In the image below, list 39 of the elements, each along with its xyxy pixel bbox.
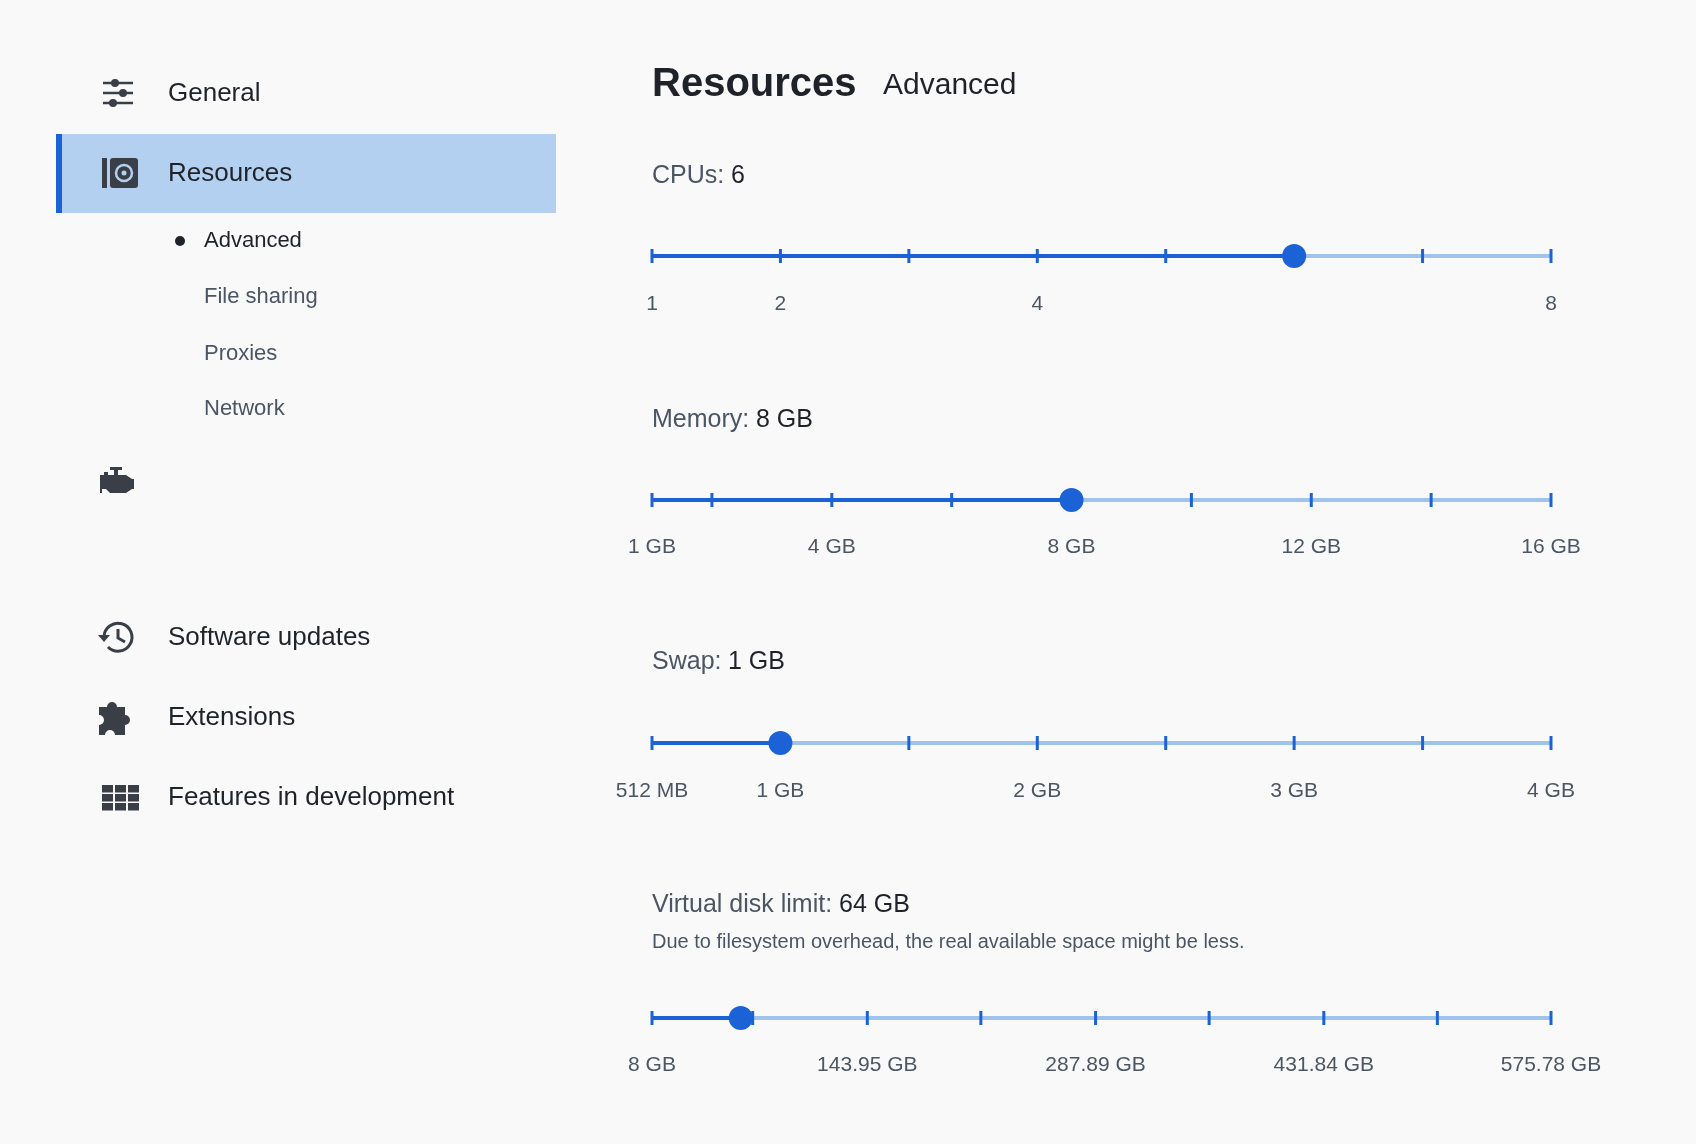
nav-item-label: General	[168, 78, 261, 105]
nav-item-label: Advanced	[204, 228, 302, 251]
nav-item-label: Resources	[168, 158, 293, 185]
setting-value: 6	[731, 162, 745, 188]
tick-label: 8	[1545, 292, 1557, 314]
tick-label: 4	[1031, 292, 1044, 314]
tick-label: 1 GB	[756, 779, 805, 801]
tick-label: 431.84 GB	[1273, 1053, 1374, 1075]
setting-label: Memory:	[652, 406, 750, 432]
tick-label: 4 GB	[1527, 779, 1575, 801]
nav-item-label: Software updates	[168, 622, 371, 649]
setting-value: 8 GB	[756, 406, 813, 432]
setting-label: CPUs:	[652, 162, 725, 188]
help-text: Due to filesystem overhead, the real available space might be less.	[652, 931, 1245, 951]
tab-label: Advanced	[883, 68, 1017, 99]
setting-value: 1 GB	[728, 648, 785, 674]
tick-label: 1	[646, 292, 658, 314]
tick-label: 4 GB	[807, 535, 856, 557]
nav-item-label: Network	[204, 396, 285, 419]
tick-label: 1 GB	[628, 535, 676, 557]
tick-label: 512 MB	[615, 779, 689, 801]
setting-label: Virtual disk limit:	[652, 891, 833, 917]
tick-label: 287.89 GB	[1045, 1053, 1146, 1075]
tick-label: 3 GB	[1270, 779, 1319, 801]
nav-item-label: Features in development	[168, 782, 455, 809]
tick-label: 575.78 GB	[1500, 1053, 1602, 1075]
tick-label: 2 GB	[1013, 779, 1062, 801]
tick-label: 12 GB	[1281, 535, 1342, 557]
tick-label: 16 GB	[1521, 535, 1581, 557]
tick-label: 8 GB	[628, 1053, 676, 1075]
setting-value: 64 GB	[839, 891, 910, 917]
nav-item-label: Extensions	[168, 702, 296, 729]
tick-label: 143.95 GB	[817, 1053, 918, 1075]
tick-label: 2	[774, 292, 787, 314]
nav-item-label: File sharing	[204, 284, 318, 307]
nav-item-label: Proxies	[204, 341, 278, 364]
setting-label: Swap:	[652, 648, 722, 674]
page-title: Resources	[652, 62, 857, 102]
tick-label: 8 GB	[1047, 535, 1096, 557]
